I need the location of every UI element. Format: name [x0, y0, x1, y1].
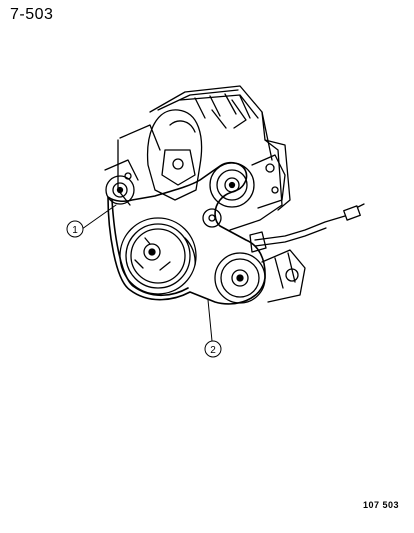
- compressor-pulley: [214, 249, 306, 304]
- sensor-cable: [249, 203, 365, 253]
- timing-cover: [146, 109, 203, 201]
- callout-1-number: 1: [72, 225, 78, 236]
- callout-1: 1: [66, 220, 84, 238]
- callout-1-leader: [81, 204, 117, 230]
- callout-2-leader: [207, 299, 213, 342]
- power-steering-pulley: [209, 154, 286, 209]
- crankshaft-pulley: [119, 217, 197, 295]
- serpentine-belt: [107, 161, 266, 305]
- tensioner-pulley: [104, 159, 139, 205]
- engine-block: [117, 85, 291, 231]
- page-reference: 7-503: [10, 6, 54, 23]
- figure-code: 107 503: [362, 500, 399, 510]
- callout-2-number: 2: [210, 345, 216, 356]
- callout-2: 2: [204, 340, 222, 358]
